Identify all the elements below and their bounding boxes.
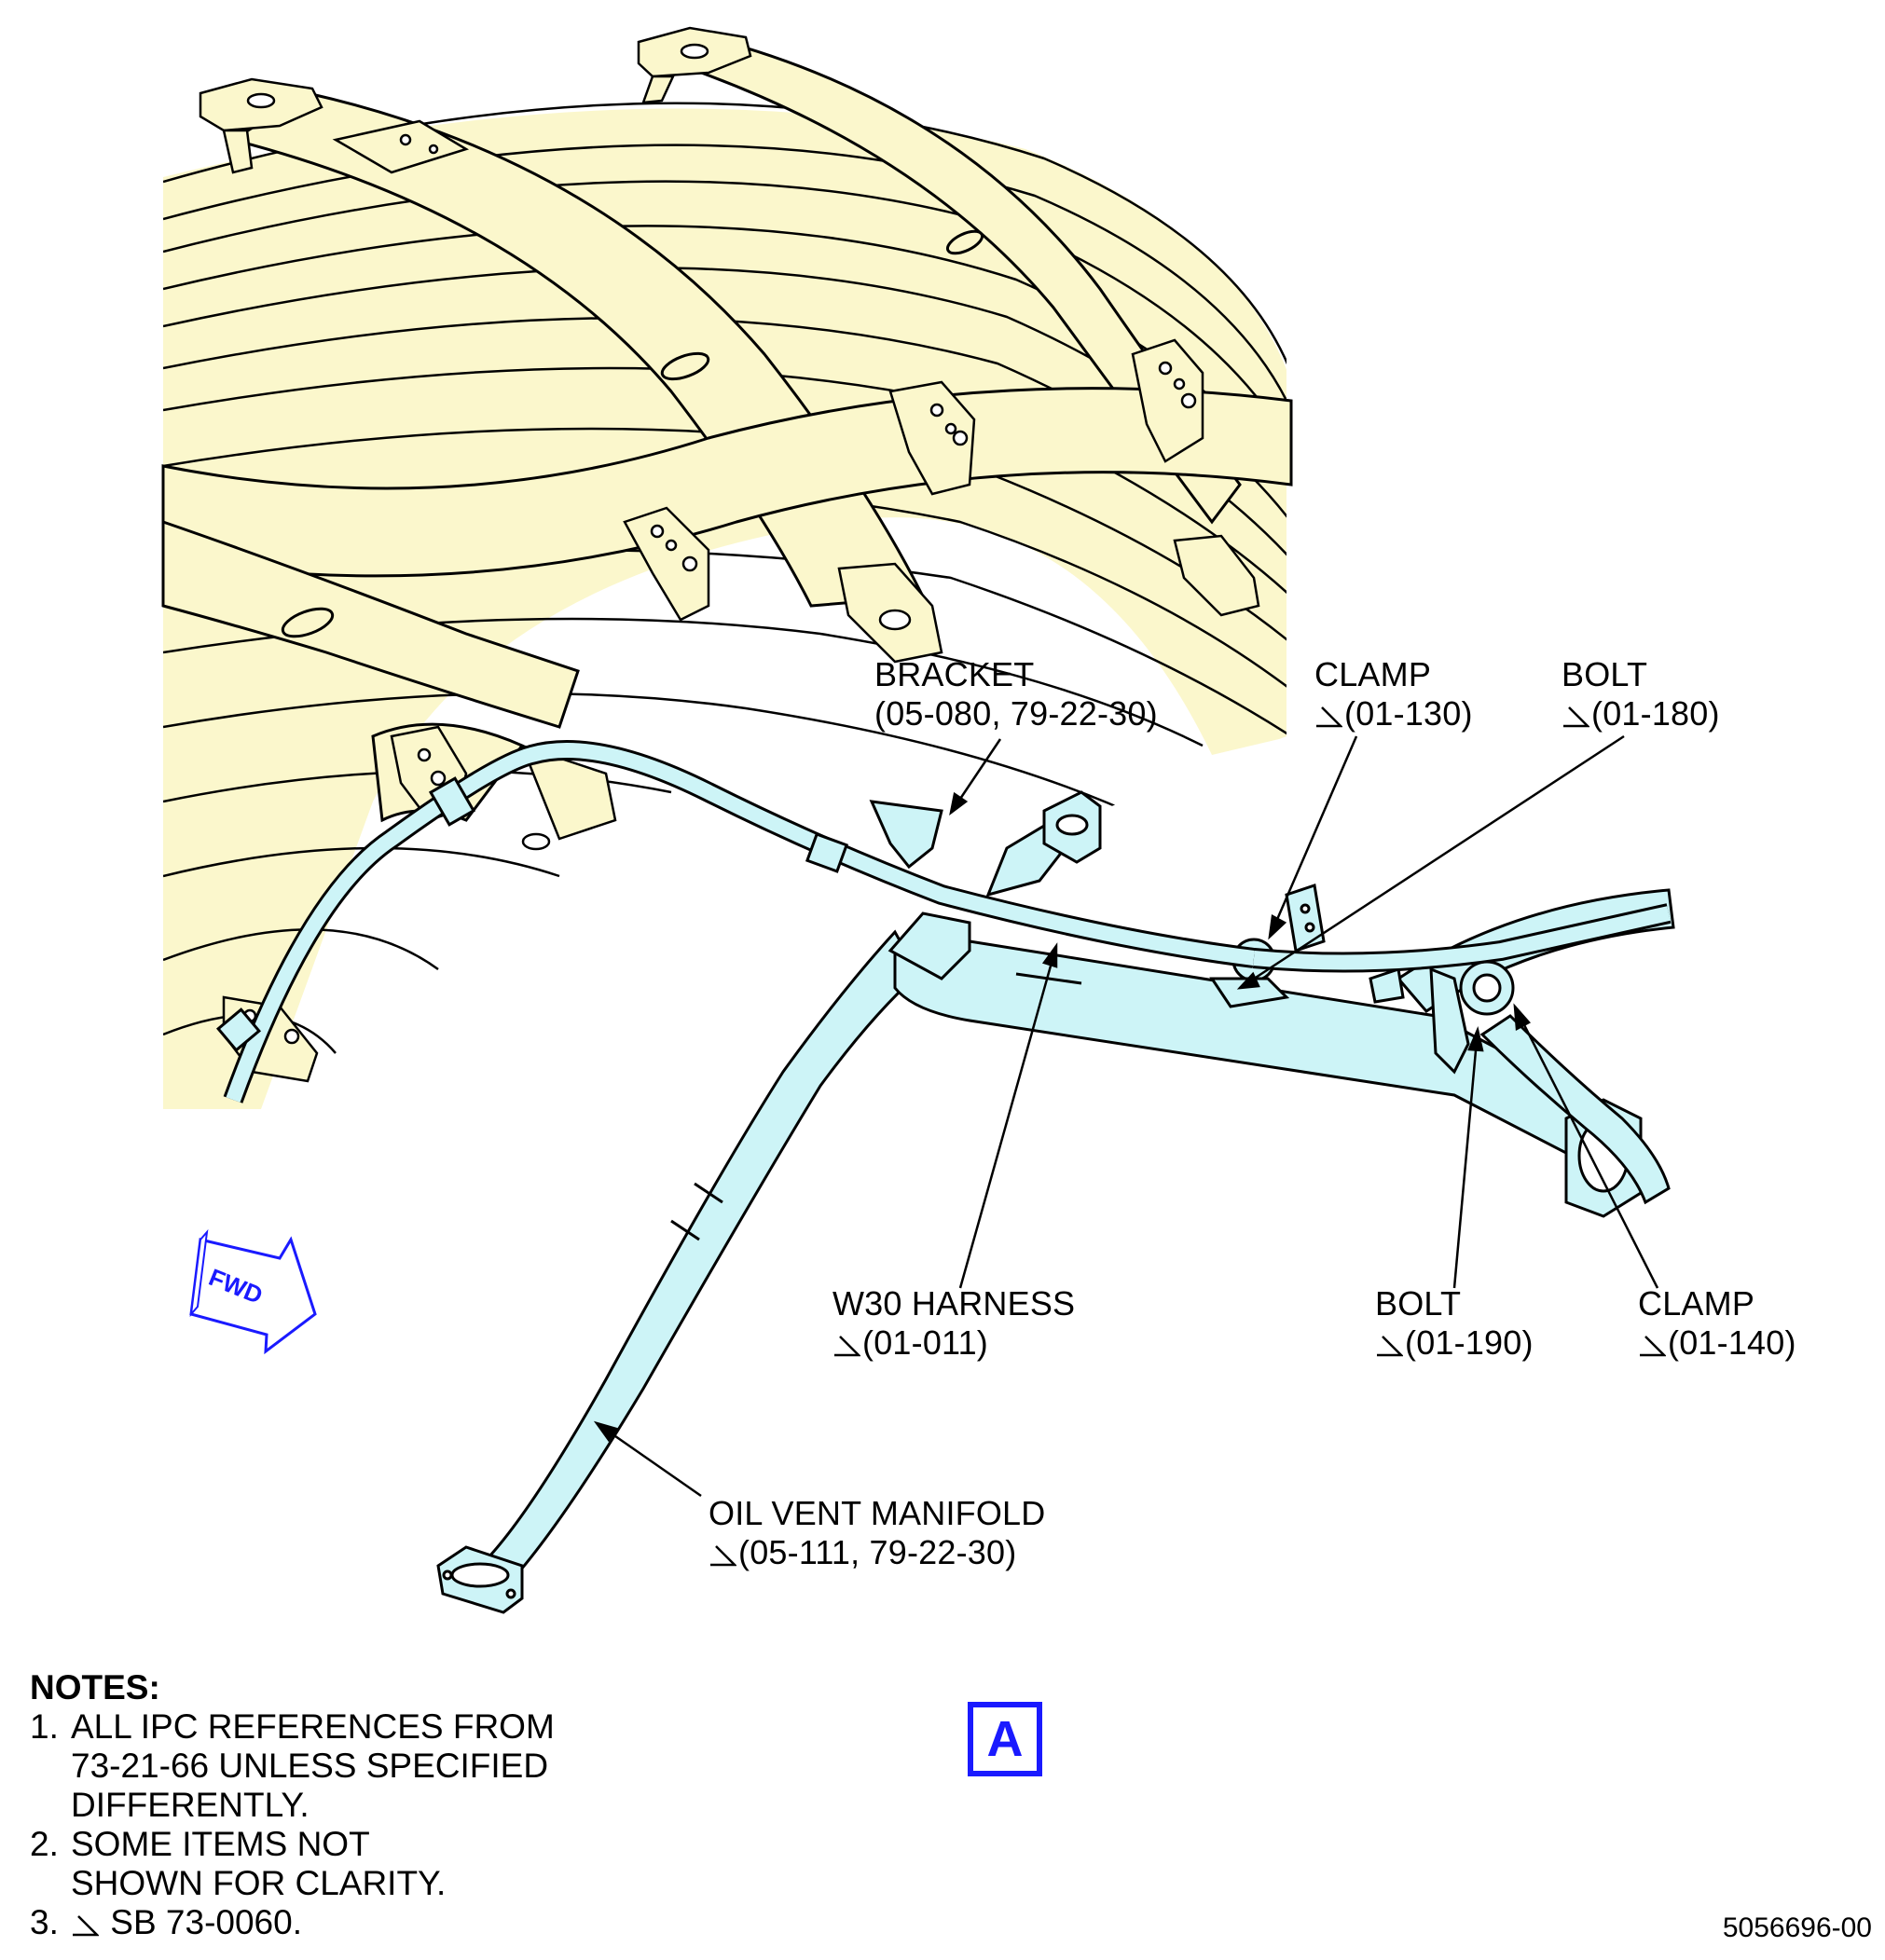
note-line: ALL IPC REFERENCES FROM — [71, 1707, 555, 1746]
callout-bracket-ref: (05-080, 79-22-30) — [874, 694, 1158, 733]
callout-w30-harness-ref: (01-011) — [862, 1323, 989, 1362]
sb-mark-icon — [71, 1912, 99, 1937]
callout-clamp-130-ref: (01-130) — [1344, 694, 1473, 733]
callout-oil-vent-manifold: OIL VENT MANIFOLD (05-111, 79-22-30) — [709, 1494, 1045, 1572]
mount-pads — [199, 26, 752, 174]
view-label: A — [986, 1711, 1024, 1767]
leader-bolt-180 — [1239, 734, 1625, 990]
callout-bolt-190-name: BOLT — [1375, 1284, 1462, 1323]
sb-mark-icon — [709, 1542, 736, 1567]
note-item: 3. SB 73-0060. — [30, 1903, 555, 1942]
callout-clamp-140-name: CLAMP — [1638, 1284, 1755, 1323]
sb-mark-icon — [1638, 1333, 1666, 1357]
note-number: 3. — [30, 1903, 59, 1941]
fwd-arrow: FWD — [189, 1228, 317, 1355]
sb-mark-icon — [1562, 704, 1589, 728]
note-number: 2. — [30, 1825, 59, 1863]
leader-clamp-140 — [1513, 1006, 1659, 1289]
callout-clamp-130: CLAMP (01-130) — [1314, 655, 1473, 733]
note-item: 2. SOME ITEMS NOT SHOWN FOR CLARITY. — [30, 1825, 555, 1903]
sb-mark-icon — [832, 1333, 860, 1357]
w30-harness-shape — [215, 740, 1672, 1103]
callout-oil-vent-manifold-ref: (05-111, 79-22-30) — [738, 1533, 1017, 1571]
note-number: 1. — [30, 1707, 59, 1746]
sb-mark-icon — [1314, 704, 1342, 728]
callout-w30-harness: W30 HARNESS (01-011) — [832, 1284, 1075, 1363]
figure-number: 5056696-00 — [1722, 1912, 1872, 1943]
view-label-box: A — [968, 1702, 1042, 1776]
callout-bracket-name: BRACKET — [874, 655, 1035, 693]
callout-clamp-130-name: CLAMP — [1314, 655, 1432, 693]
note-line: 73-21-66 UNLESS SPECIFIED — [71, 1747, 549, 1785]
note-line: SB 73-0060. — [110, 1903, 302, 1941]
callout-bolt-180-name: BOLT — [1562, 655, 1648, 693]
callout-bolt-190: BOLT (01-190) — [1375, 1284, 1534, 1363]
callout-w30-harness-name: W30 HARNESS — [832, 1284, 1076, 1323]
note-line: SHOWN FOR CLARITY. — [71, 1864, 447, 1902]
callout-bracket: BRACKET (05-080, 79-22-30) — [874, 655, 1158, 733]
note-line: DIFFERENTLY. — [71, 1786, 310, 1824]
callout-bolt-190-ref: (01-190) — [1405, 1323, 1534, 1362]
notes-block: NOTES: 1. ALL IPC REFERENCES FROM 73-21-… — [30, 1668, 555, 1942]
sb-mark-icon — [1375, 1333, 1403, 1357]
notes-title: NOTES: — [30, 1668, 160, 1706]
leader-w30-harness — [958, 945, 1058, 1289]
note-line: SOME ITEMS NOT — [71, 1825, 370, 1863]
callout-clamp-140: CLAMP (01-140) — [1638, 1284, 1796, 1363]
leader-bolt-190 — [1452, 1029, 1479, 1289]
callout-oil-vent-manifold-name: OIL VENT MANIFOLD — [709, 1494, 1046, 1532]
callout-clamp-140-ref: (01-140) — [1668, 1323, 1796, 1362]
leader-oil-vent-manifold — [596, 1421, 702, 1498]
oil-vent-manifold-shape — [436, 790, 1675, 1614]
ring-brackets — [222, 338, 1260, 1083]
callout-bolt-180-ref: (01-180) — [1591, 694, 1720, 733]
leader-lines — [593, 734, 1659, 1498]
callout-bolt-180: BOLT (01-180) — [1562, 655, 1720, 733]
note-item: 1. ALL IPC REFERENCES FROM 73-21-66 UNLE… — [30, 1707, 555, 1825]
leader-clamp-130 — [1268, 735, 1358, 938]
